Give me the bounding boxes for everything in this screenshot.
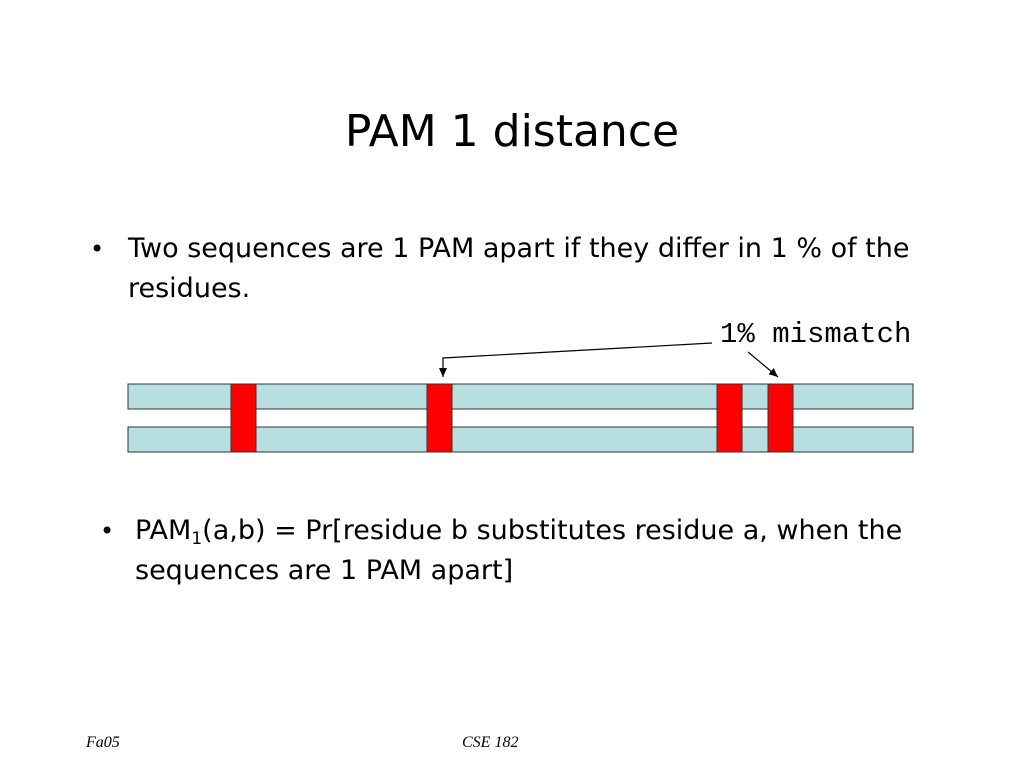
footer-term: Fa05 [86, 734, 120, 751]
bullet-2: • PAM1(a,b) = Pr[residue b substitutes r… [100, 511, 920, 591]
mismatch-arrow-left [439, 342, 713, 377]
footer-course: CSE 182 [462, 734, 519, 751]
mismatch-arrow-right [747, 351, 779, 378]
bullet-1-text: Two sequences are 1 PAM apart if they di… [128, 233, 910, 304]
mismatch-block [426, 383, 453, 453]
pam-subscript: 1 [191, 529, 203, 549]
pam-symbol: PAM [135, 515, 192, 546]
bullet-marker: • [100, 517, 115, 545]
slide-title: PAM 1 distance [344, 106, 680, 157]
mismatch-block [767, 383, 794, 453]
mismatch-block [230, 383, 257, 453]
bullet-1: • Two sequences are 1 PAM apart if they … [90, 229, 950, 309]
bullet-2-text: PAM1(a,b) = Pr[residue b substitutes res… [135, 511, 920, 591]
bullet-2-definition: (a,b) = Pr[residue b substitutes residue… [135, 515, 903, 586]
mismatch-label: 1% mismatch [720, 318, 911, 351]
bullet-marker: • [90, 235, 105, 263]
mismatch-block [716, 383, 743, 453]
